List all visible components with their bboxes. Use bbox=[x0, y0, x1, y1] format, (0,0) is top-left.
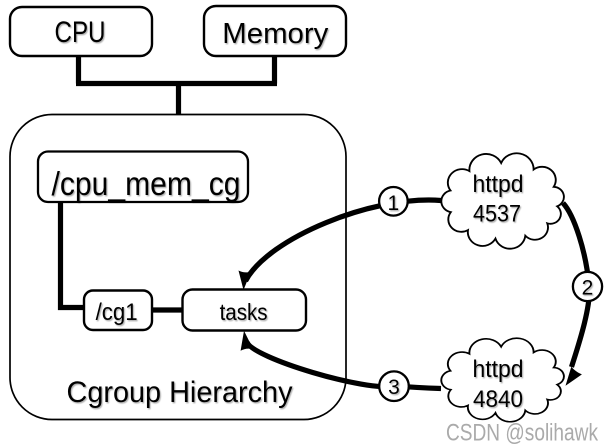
svg-text:httpd: httpd bbox=[473, 356, 524, 383]
svg-text:/cg1: /cg1 bbox=[96, 299, 138, 326]
svg-text:Cgroup Hierarchy: Cgroup Hierarchy bbox=[67, 376, 293, 409]
svg-text:CSDN @solihawk: CSDN @solihawk bbox=[446, 420, 599, 445]
svg-text:3: 3 bbox=[388, 376, 400, 399]
svg-text:/cpu_mem_cg: /cpu_mem_cg bbox=[52, 165, 241, 202]
svg-text:httpd: httpd bbox=[473, 171, 524, 198]
svg-text:4840: 4840 bbox=[473, 386, 523, 413]
svg-text:2: 2 bbox=[582, 276, 594, 299]
svg-text:4537: 4537 bbox=[473, 201, 521, 228]
svg-text:Memory: Memory bbox=[222, 18, 329, 50]
svg-text:CPU: CPU bbox=[55, 16, 106, 49]
svg-text:tasks: tasks bbox=[220, 299, 268, 325]
svg-text:1: 1 bbox=[388, 192, 400, 215]
